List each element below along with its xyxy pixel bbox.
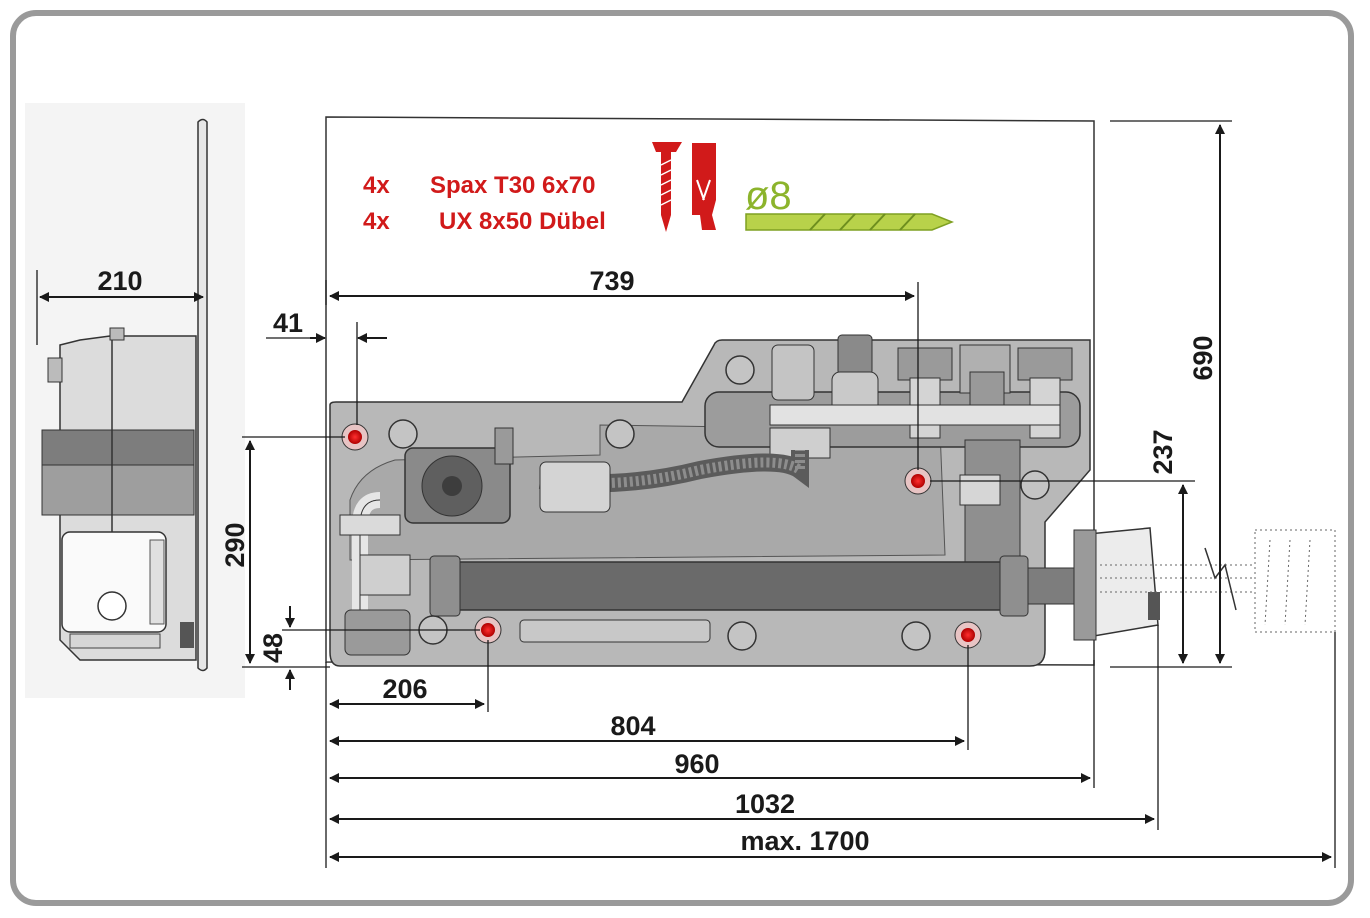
dim-804: 804 [610,711,655,741]
screw-label: Spax T30 6x70 [430,172,595,199]
drill-bit-icon [745,213,955,231]
dowel-label: UX 8x50 Dübel [439,208,606,235]
side-view: 210 [25,103,245,698]
fixings-legend: 4x Spax T30 6x70 4x UX 8x50 Dübel ø8 [363,142,955,235]
dowel-qty: 4x [363,208,390,235]
dim-1032: 1032 [735,789,795,819]
dim-237: 237 [1148,429,1178,474]
front-view [325,116,1336,667]
screw-qty: 4x [363,172,390,199]
dowel-icon [692,143,716,230]
drill-size-label: ø8 [745,174,792,218]
dim-739: 739 [589,266,634,296]
access-holes [388,355,1050,651]
dim-max-1700: max. 1700 [740,826,869,856]
dim-48: 48 [258,633,288,663]
screw-icon [652,142,682,232]
dim-960: 960 [674,749,719,779]
dim-206: 206 [382,674,427,704]
dim-690: 690 [1188,335,1218,380]
dim-210: 210 [97,266,142,296]
dimension-labels: 739 41 290 48 206 804 960 1032 max. 1700… [220,266,1218,856]
dim-41: 41 [273,308,303,338]
dim-290: 290 [220,522,250,567]
dimension-lines [242,120,1336,868]
